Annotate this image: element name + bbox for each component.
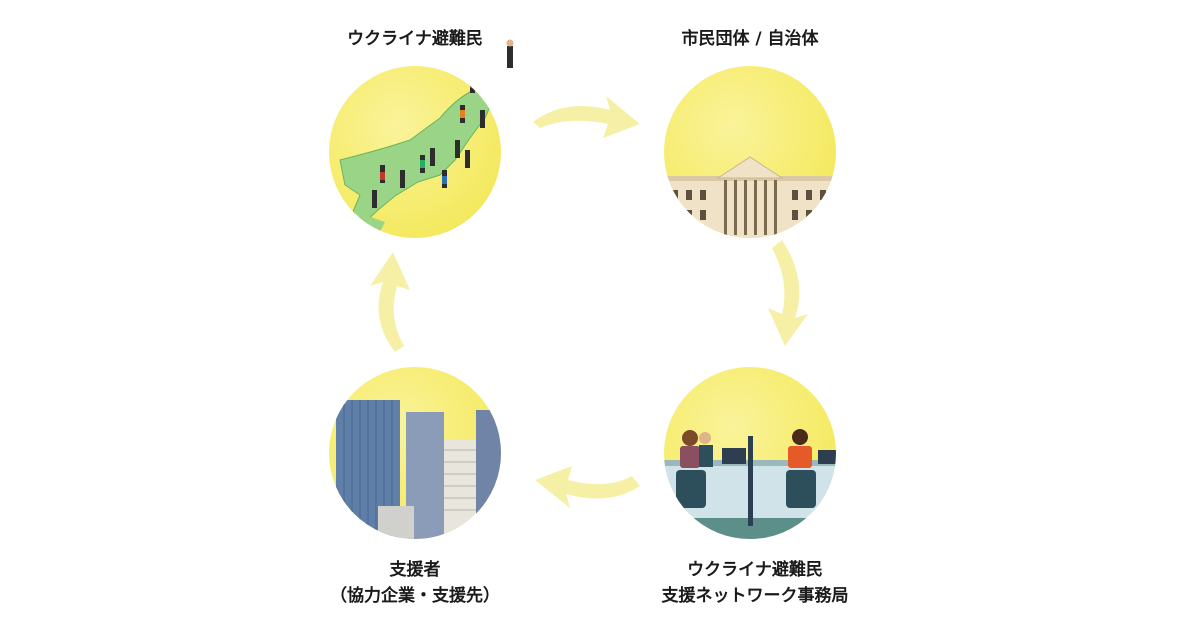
network-label: ウクライナ避難民 支援ネットワーク事務局 (661, 560, 849, 606)
refugees-circle (329, 39, 514, 238)
office-desk-icon (664, 429, 836, 539)
cycle-arrow-icon (370, 252, 410, 352)
supporters-circle (329, 367, 501, 539)
supporters-label: 支援者 （協力企業・支援先） (330, 560, 500, 606)
cycle-arrow-icon (533, 96, 640, 138)
cycle-arrow-icon (768, 240, 808, 346)
network-circle (664, 367, 836, 539)
skyscrapers-icon (336, 400, 501, 539)
cycle-arrow-icon (535, 466, 640, 508)
citizens-circle (664, 66, 836, 238)
refugees-label: ウクライナ避難民 (347, 29, 483, 49)
citizens-label: 市民団体 / 自治体 (681, 29, 819, 49)
government-building-icon (664, 156, 836, 238)
